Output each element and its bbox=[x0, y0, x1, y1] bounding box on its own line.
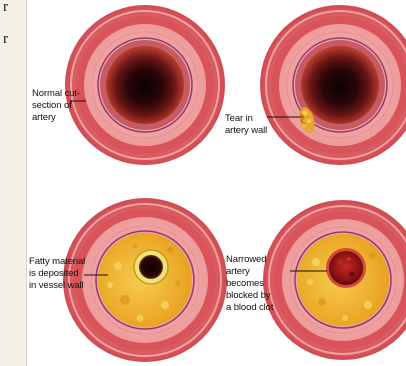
blood-clot bbox=[326, 248, 366, 288]
blood-clot-label: Narrowed artery becomes blocked by a blo… bbox=[226, 254, 273, 314]
normal-artery-label: Normal cut- section of artery bbox=[32, 88, 80, 124]
torn-artery bbox=[260, 5, 406, 165]
normal-artery bbox=[65, 5, 225, 165]
blocked-artery bbox=[263, 200, 406, 360]
fatty-artery bbox=[63, 198, 227, 362]
fatty-material-label: Fatty material is deposited in vessel wa… bbox=[29, 256, 85, 292]
tear-label: Tear in artery wall bbox=[225, 113, 267, 137]
